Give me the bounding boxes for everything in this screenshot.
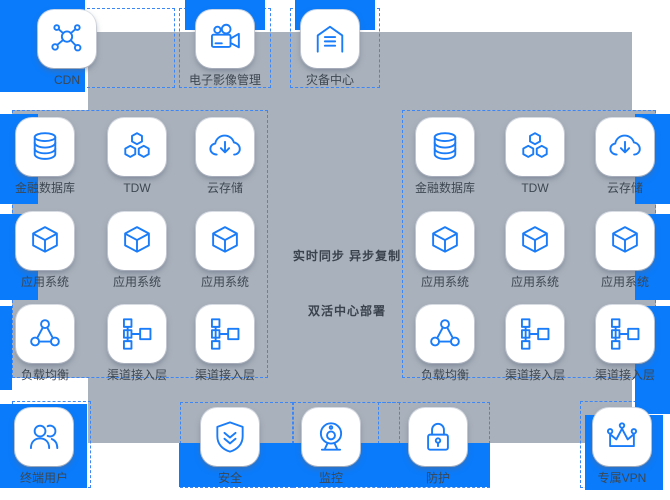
cube-3d-icon [606,222,644,260]
node-label: 渠道接入层 [194,368,255,382]
deployment-caption: 双活中心部署 [307,304,386,318]
warehouse-icon [311,20,349,58]
node-label: 应用系统 [510,275,559,289]
node-label: 负载均衡 [420,368,469,382]
cloud-download-icon [206,128,244,166]
node-label: 电子影像管理 [188,73,261,87]
node-label: 安全 [217,471,242,485]
node-label: CDN [54,73,80,87]
node-protection: 防护 [396,408,480,485]
cube-3d-icon [206,222,244,260]
network-nodes-icon [48,20,86,58]
shield-check-icon [211,418,249,456]
node-label: 应用系统 [200,275,249,289]
node-label: 防护 [425,471,450,485]
node-label: 应用系统 [20,275,69,289]
cube-3d-icon [26,222,64,260]
node-app-right-2: 应用系统 [493,212,577,289]
node-database-left: 金融数据库 [3,118,87,195]
node-app-left-3: 应用系统 [183,212,267,289]
node-label: 应用系统 [112,275,161,289]
node-app-left-1: 应用系统 [3,212,87,289]
database-cylinder-icon [426,128,464,166]
hexagon-cluster-icon [516,128,554,166]
node-label: 灾备中心 [305,73,354,87]
two-users-icon [25,418,63,456]
node-label: 渠道接入层 [106,368,167,382]
node-label: 渠道接入层 [594,368,655,382]
tree-connect-icon [118,315,156,353]
node-security: 安全 [188,408,272,485]
node-lb-left: 负载均衡 [3,305,87,382]
node-vpn: 专属VPN [580,408,664,485]
database-cylinder-icon [26,128,64,166]
node-tdw-right: TDW [493,118,577,195]
node-channel-left-1: 渠道接入层 [95,305,179,382]
node-label: TDW [521,181,549,195]
node-database-right: 金融数据库 [403,118,487,195]
node-monitor: 监控 [289,408,373,485]
node-cdn: CDN [25,10,109,87]
node-app-right-1: 应用系统 [403,212,487,289]
tree-connect-icon [516,315,554,353]
padlock-icon [419,418,457,456]
tree-connect-icon [206,315,244,353]
node-label: 金融数据库 [14,181,75,195]
node-label: 专属VPN [597,471,647,485]
node-label: 云存储 [206,181,243,195]
node-app-right-3: 应用系统 [583,212,667,289]
node-channel-right-1: 渠道接入层 [493,305,577,382]
node-channel-right-2: 渠道接入层 [583,305,667,382]
node-app-left-2: 应用系统 [95,212,179,289]
node-cloud-right: 云存储 [583,118,667,195]
video-camera-icon [206,20,244,58]
webcam-icon [312,418,350,456]
node-label: 应用系统 [420,275,469,289]
sync-caption: 实时同步 异步复制 [292,249,402,263]
node-label: 负载均衡 [20,368,69,382]
node-users: 终端用户 [2,408,86,485]
node-channel-left-2: 渠道接入层 [183,305,267,382]
node-disaster: 灾备中心 [288,10,372,87]
node-label: 监控 [318,471,343,485]
node-lb-right: 负载均衡 [403,305,487,382]
node-label: 金融数据库 [414,181,475,195]
node-label: TDW [123,181,151,195]
node-imaging: 电子影像管理 [183,10,267,87]
node-triangle-icon [426,315,464,353]
left-edge-block-row3 [0,306,12,390]
node-label: 渠道接入层 [504,368,565,382]
cloud-download-icon [606,128,644,166]
node-triangle-icon [26,315,64,353]
node-label: 云存储 [606,181,643,195]
cube-3d-icon [426,222,464,260]
crown-icon [603,418,641,456]
node-cloud-left: 云存储 [183,118,267,195]
hexagon-cluster-icon [118,128,156,166]
node-label: 终端用户 [19,471,68,485]
cube-3d-icon [118,222,156,260]
cube-3d-icon [516,222,554,260]
node-tdw-left: TDW [95,118,179,195]
tree-connect-icon [606,315,644,353]
node-label: 应用系统 [600,275,649,289]
